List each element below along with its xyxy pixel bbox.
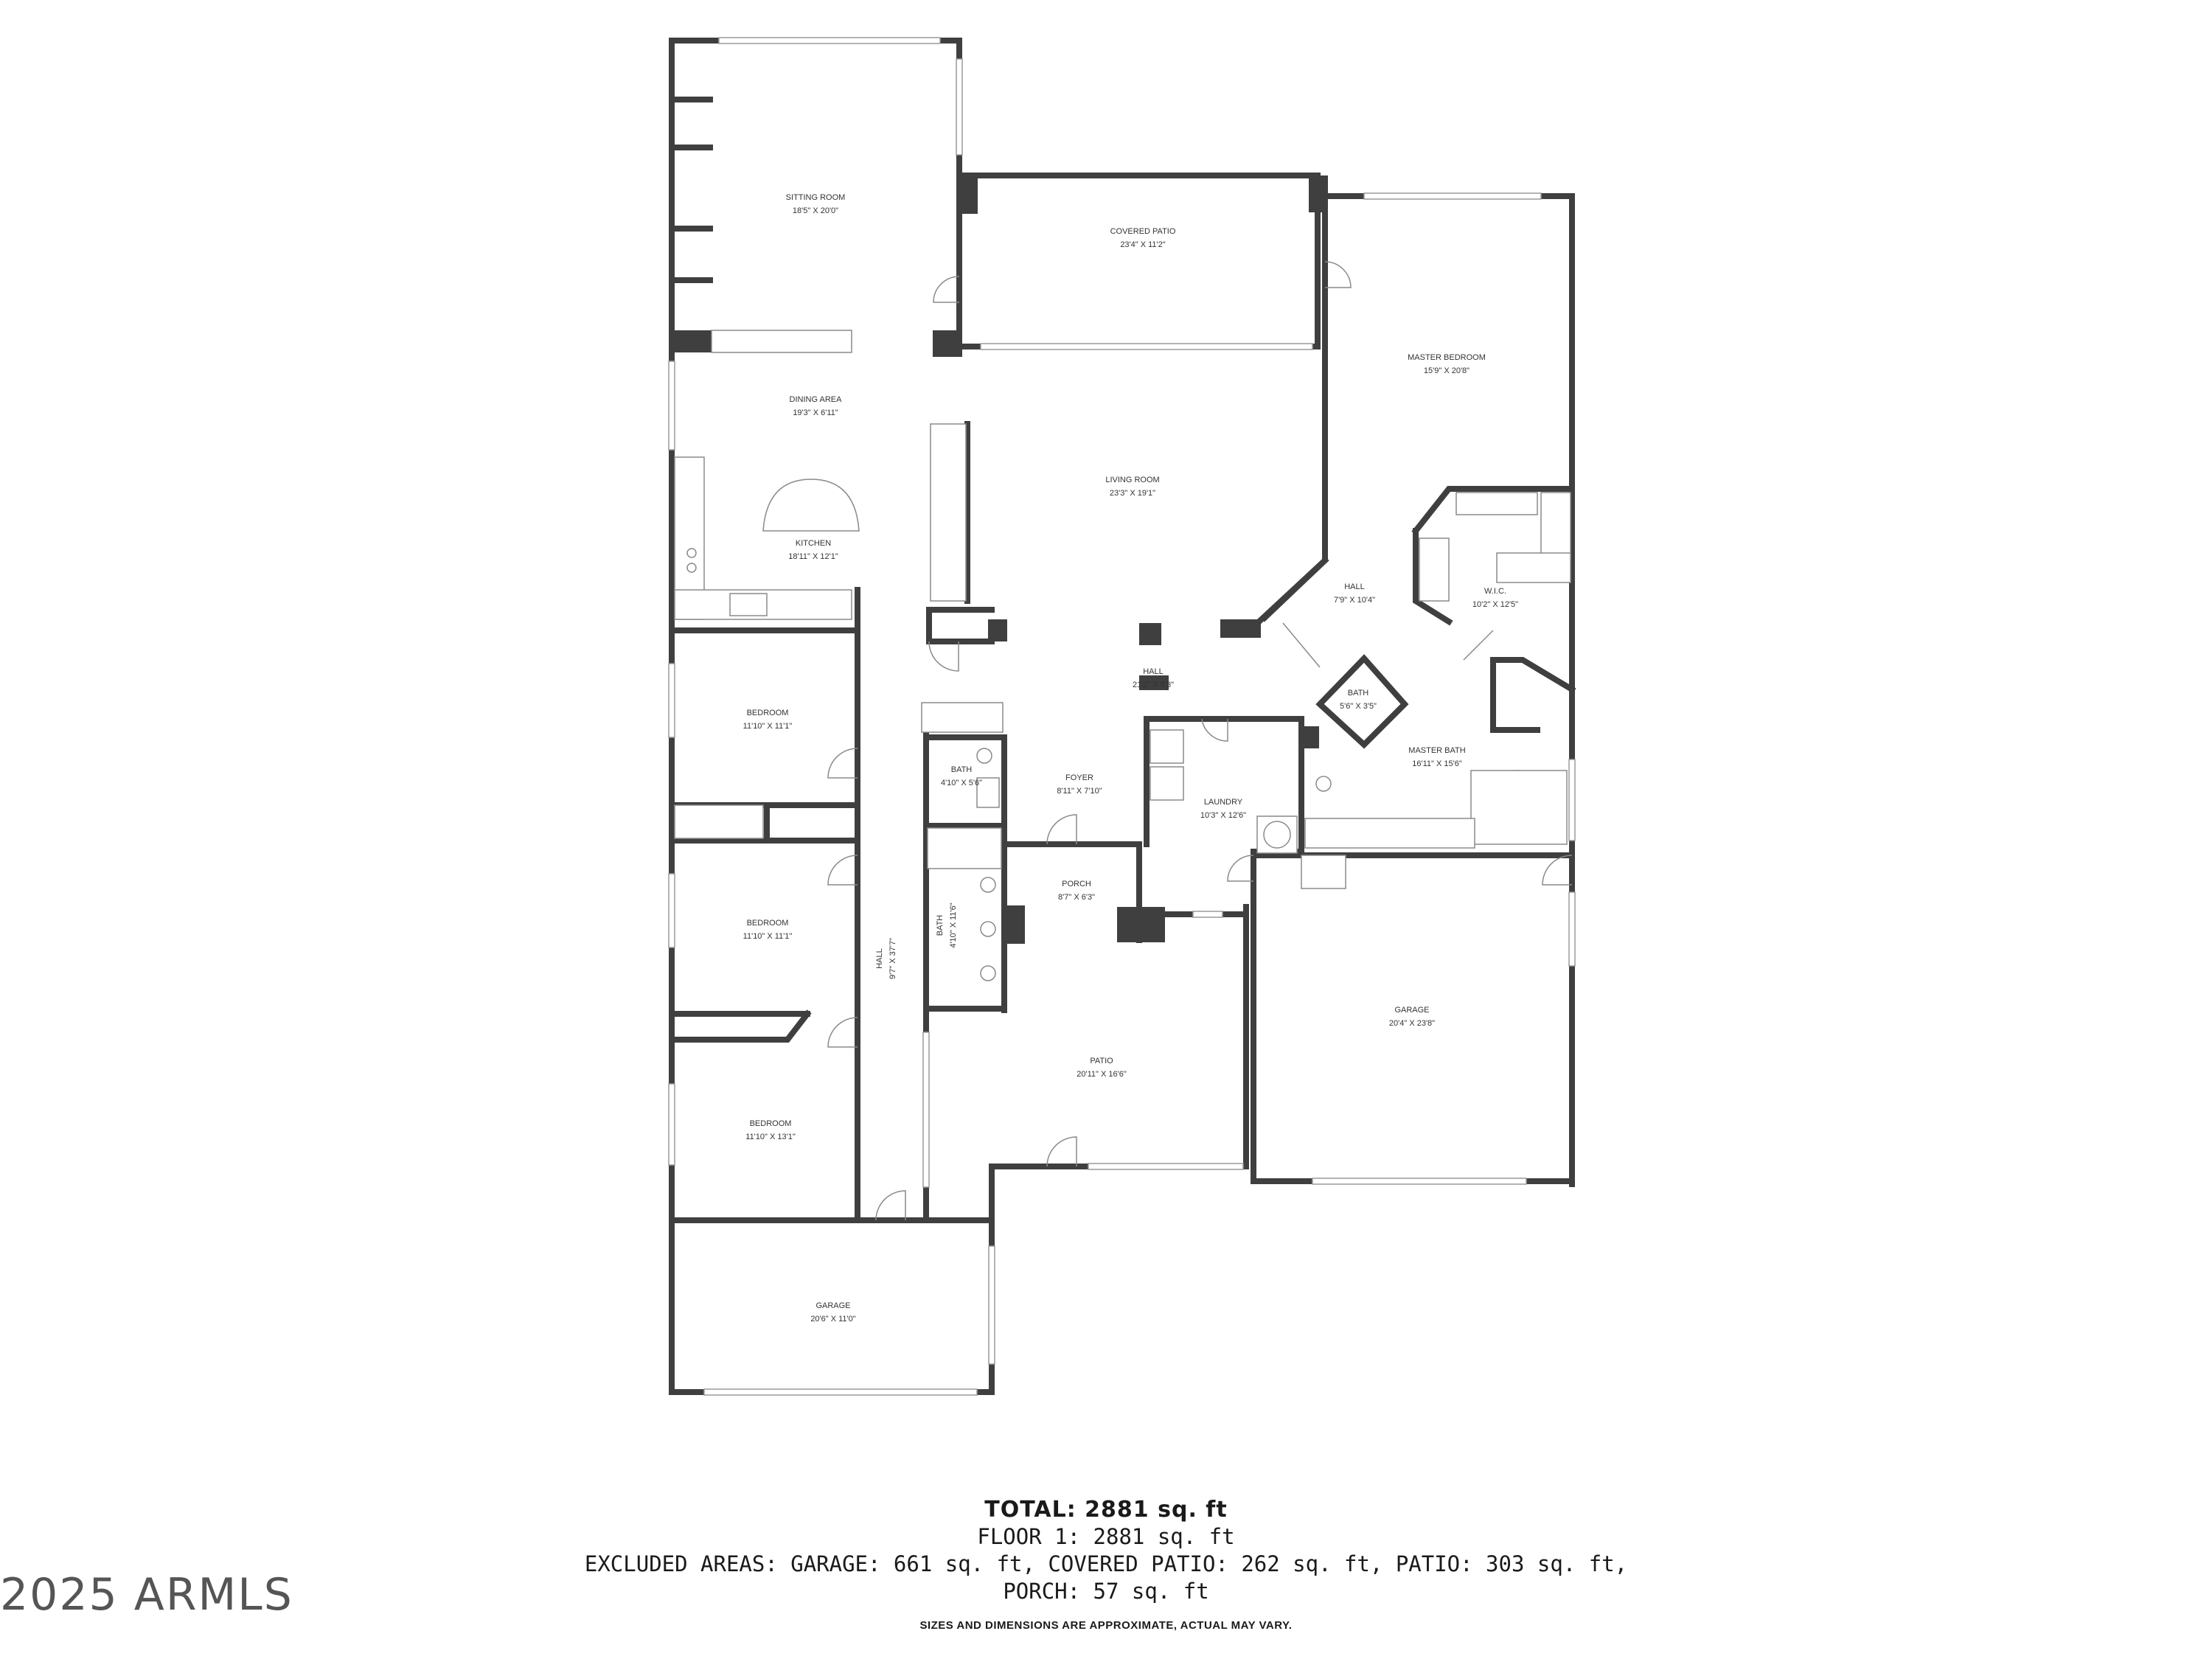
room-name: FOYER <box>1065 773 1093 782</box>
room-foyer: FOYER 8'11" X 7'10" <box>1057 773 1102 796</box>
room-labels: SITTING ROOM 18'5" X 20'0" COVERED PATIO… <box>743 193 1519 1324</box>
room-dims: 4'10" X 11'6" <box>949 902 958 947</box>
room-hall-master: HALL 7'9" X 10'4" <box>1334 582 1375 605</box>
room-dims: 21'2" X 5'3" <box>1133 681 1174 689</box>
room-master-bath: MASTER BATH 16'11" X 15'6" <box>1408 746 1465 768</box>
room-dims: 11'10" X 11'1" <box>743 722 793 731</box>
room-dining-area: DINING AREA 19'3" X 6'11" <box>790 395 843 417</box>
room-kitchen: KITCHEN 18'11" X 12'1" <box>788 539 838 561</box>
room-dims: 9'7" X 37'7" <box>888 938 897 979</box>
room-name: LIVING ROOM <box>1105 476 1159 484</box>
room-sitting-room: SITTING ROOM 18'5" X 20'0" <box>786 193 846 215</box>
room-bedroom-3: BEDROOM 11'10" X 13'1" <box>745 1119 796 1141</box>
room-dims: 11'10" X 11'1" <box>743 932 793 941</box>
room-name: HALL <box>875 948 884 969</box>
room-dims: 7'9" X 10'4" <box>1334 596 1375 605</box>
room-dims: 23'4" X 11'2" <box>1120 240 1165 249</box>
room-dims: 10'2" X 12'5" <box>1472 600 1518 609</box>
disclaimer-note: SIZES AND DIMENSIONS ARE APPROXIMATE, AC… <box>919 1619 1293 1632</box>
room-bedroom-1: BEDROOM 11'10" X 11'1" <box>743 709 793 731</box>
room-name: PATIO <box>1090 1057 1113 1065</box>
room-name: BEDROOM <box>750 1119 792 1128</box>
room-hall-long: HALL 9'7" X 37'7" <box>875 938 897 979</box>
room-dims: 23'3" X 19'1" <box>1110 489 1155 498</box>
room-name: COVERED PATIO <box>1110 227 1176 236</box>
room-dims: 15'9" X 20'8" <box>1424 366 1470 375</box>
room-name: MASTER BEDROOM <box>1408 353 1486 362</box>
room-dims: 11'10" X 13'1" <box>745 1133 796 1141</box>
room-name: HALL <box>1344 582 1365 591</box>
total-area: TOTAL: 2881 sq. ft <box>984 1497 1228 1523</box>
room-bath-master-small: BATH 5'6" X 3'5" <box>1340 689 1377 711</box>
room-name: GARAGE <box>815 1301 850 1310</box>
room-dims: 4'10" X 5'6" <box>941 779 982 787</box>
room-garage-small: GARAGE 20'6" X 11'0" <box>810 1301 855 1324</box>
room-name: GARAGE <box>1394 1006 1429 1015</box>
room-dims: 18'11" X 12'1" <box>788 552 838 561</box>
room-name: PORCH <box>1062 880 1091 888</box>
floor-area: FLOOR 1: 2881 sq. ft <box>977 1524 1235 1549</box>
room-laundry: LAUNDRY 10'3" X 12'6" <box>1200 798 1246 820</box>
room-garage-main: GARAGE 20'4" X 23'8" <box>1389 1006 1435 1028</box>
room-name: LAUNDRY <box>1204 798 1243 807</box>
room-dims: 18'5" X 20'0" <box>793 206 838 215</box>
fixtures <box>669 97 1571 981</box>
room-name: KITCHEN <box>796 539 831 548</box>
room-name: BATH <box>936 915 945 936</box>
doors <box>827 261 1573 1221</box>
structural-blocks <box>672 175 1328 944</box>
room-name: BEDROOM <box>747 919 789 928</box>
room-bedroom-2: BEDROOM 11'10" X 11'1" <box>743 919 793 941</box>
room-bath-1: BATH 4'10" X 5'6" <box>941 765 982 787</box>
room-dims: 19'3" X 6'11" <box>793 408 838 417</box>
room-name: BEDROOM <box>747 709 789 717</box>
room-dims: 8'7" X 6'3" <box>1058 893 1095 902</box>
room-dims: 20'4" X 23'8" <box>1389 1019 1435 1028</box>
porch-area: PORCH: 57 sq. ft <box>1003 1579 1209 1604</box>
room-porch: PORCH 8'7" X 6'3" <box>1058 880 1095 902</box>
room-dims: 10'3" X 12'6" <box>1200 811 1246 820</box>
room-hall-center: HALL 21'2" X 5'3" <box>1133 667 1174 689</box>
excluded-areas: EXCLUDED AREAS: GARAGE: 661 sq. ft, COVE… <box>584 1551 1628 1576</box>
room-covered-patio: COVERED PATIO 23'4" X 11'2" <box>1110 227 1176 249</box>
room-living-room: LIVING ROOM 23'3" X 19'1" <box>1105 476 1159 498</box>
room-dims: 20'6" X 11'0" <box>810 1315 855 1324</box>
room-name: BATH <box>1348 689 1369 698</box>
room-name: W.I.C. <box>1484 587 1506 596</box>
room-name: BATH <box>951 765 973 774</box>
room-name: MASTER BATH <box>1408 746 1465 755</box>
windows <box>668 37 1576 1396</box>
room-dims: 5'6" X 3'5" <box>1340 702 1377 711</box>
room-dims: 20'11" X 16'6" <box>1077 1070 1127 1079</box>
room-name: SITTING ROOM <box>786 193 846 202</box>
room-bath-2: BATH 4'10" X 11'6" <box>936 902 958 947</box>
room-patio: PATIO 20'11" X 16'6" <box>1077 1057 1127 1079</box>
room-name: DINING AREA <box>790 395 843 404</box>
room-master-bedroom: MASTER BEDROOM 15'9" X 20'8" <box>1408 353 1486 375</box>
watermark: 2025 ARMLS <box>0 1569 293 1621</box>
room-dims: 16'11" X 15'6" <box>1412 759 1462 768</box>
room-name: HALL <box>1143 667 1164 676</box>
room-wic: W.I.C. 10'2" X 12'5" <box>1472 587 1518 609</box>
room-dims: 8'11" X 7'10" <box>1057 787 1102 796</box>
